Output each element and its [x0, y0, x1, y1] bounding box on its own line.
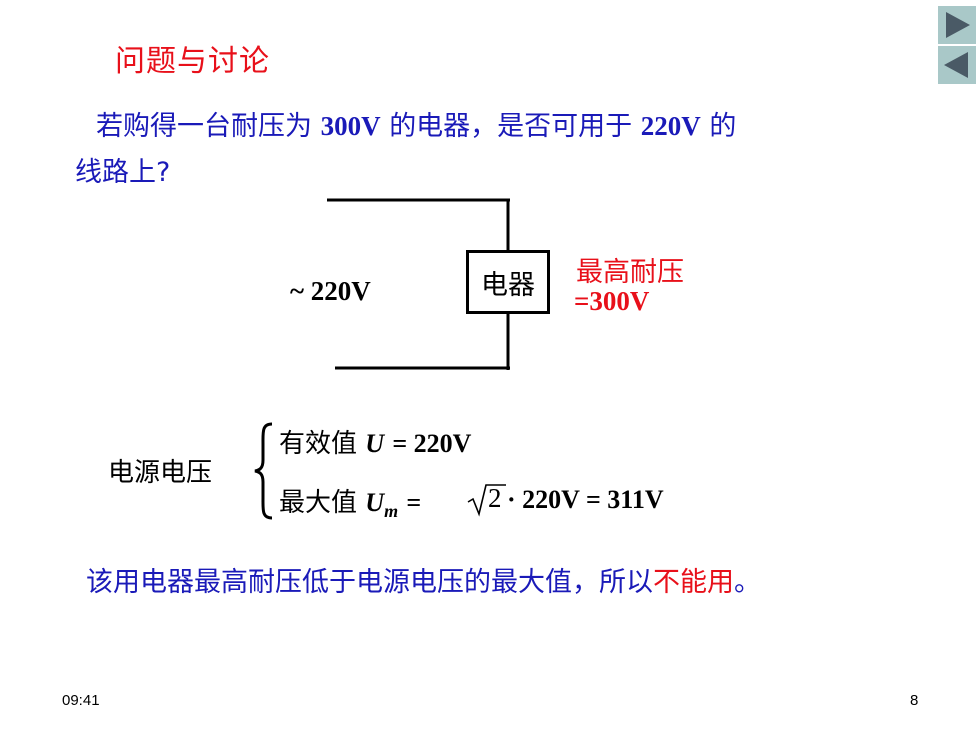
- page-number: 8: [910, 692, 919, 709]
- prev-slide-button[interactable]: [938, 46, 976, 84]
- rms-label: 有效值: [279, 429, 358, 459]
- slide-title: 问题与讨论: [115, 44, 270, 79]
- play-right-icon: [946, 12, 970, 38]
- max-equals: =: [406, 488, 422, 517]
- question-voltage-rated: 300V: [320, 111, 381, 141]
- question-text-a: 若购得一台耐压为: [96, 111, 312, 142]
- footer-time: 09:41: [62, 692, 100, 709]
- sqrt-argument: 2: [488, 483, 502, 513]
- power-voltage-label: 电源电压: [108, 458, 213, 488]
- question-line-1: 若购得一台耐压为 300V 的电器，是否可用于 220V 的: [96, 104, 736, 143]
- max-rest: · 220V = 311V: [507, 485, 664, 514]
- sqrt-symbol: [467, 484, 506, 517]
- device-label: 电器: [481, 269, 535, 301]
- max-symbol: U: [365, 488, 385, 517]
- rms-symbol: U: [365, 429, 385, 458]
- play-left-icon: [944, 52, 968, 78]
- max-label: 最大值: [279, 488, 358, 518]
- source-voltage-label: ~ 220V: [290, 276, 371, 306]
- max-voltage-label: 最高耐压: [576, 257, 684, 288]
- question-text-e: 的: [709, 111, 737, 142]
- question-line-2: 线路上?: [75, 157, 171, 188]
- device-box: 电器: [466, 250, 550, 314]
- next-slide-button[interactable]: [938, 6, 976, 44]
- conclusion-part-b: 不能用: [653, 567, 734, 598]
- question-voltage-line: 220V: [640, 111, 701, 141]
- conclusion-part-c: 。: [734, 567, 761, 598]
- left-brace: [254, 422, 273, 520]
- question-text-c: 的电器，是否可用于: [389, 111, 633, 142]
- rms-value: = 220V: [392, 429, 472, 458]
- rms-line: 有效值 U = 220V: [279, 423, 471, 460]
- conclusion-part-a: 该用电器最高耐压低于电源电压的最大值，所以: [86, 567, 653, 598]
- max-subscript: m: [384, 501, 399, 522]
- conclusion-text: 该用电器最高耐压低于电源电压的最大值，所以不能用。: [86, 560, 761, 599]
- max-line: 最大值 Um =: [279, 482, 421, 522]
- max-voltage-value: =300V: [574, 286, 650, 316]
